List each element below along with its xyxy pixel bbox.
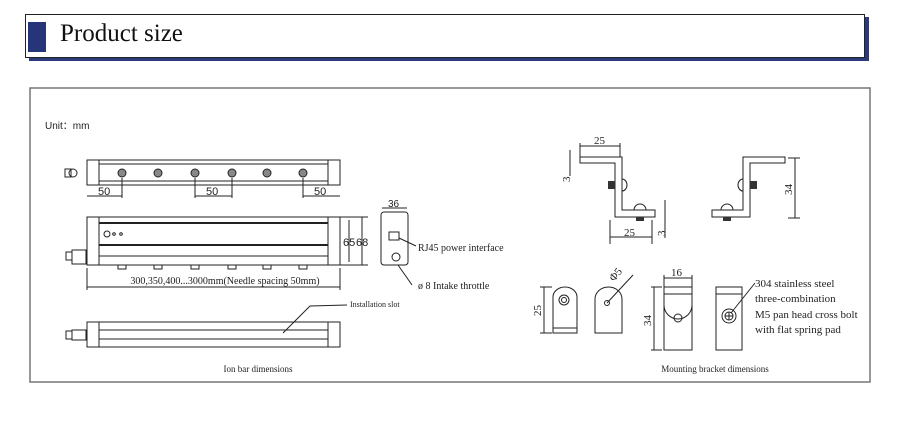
dim-bottom-3: 3 (656, 230, 668, 236)
ion-bar-end-view: 36 RJ45 power interface ø 8 Intake throt… (380, 199, 504, 292)
dim-length: 300,350,400...3000mm(Needle spacing 50mm… (130, 276, 319, 287)
header-accent-bar (28, 22, 46, 52)
ion-bar-top-view: 50 50 50 (64, 159, 341, 198)
dim-width-16: 16 (671, 267, 683, 279)
dim-width-36: 36 (388, 199, 400, 210)
page-title: Product size (60, 20, 183, 47)
drawing-frame (29, 87, 871, 383)
dim-side-25: 25 (532, 305, 544, 317)
dim-height-34: 34 (783, 184, 795, 196)
rj45-label: RJ45 power interface (418, 243, 504, 254)
dim-spacing-2: 50 (206, 186, 218, 198)
dim-front-34: 34 (642, 315, 654, 327)
intake-label: ø 8 Intake throttle (418, 281, 490, 292)
dim-height-65: 65 (343, 237, 355, 249)
ion-bar-bottom-view: Installation slot (65, 300, 400, 348)
svg-text:with flat spring pad: with flat spring pad (755, 324, 841, 336)
dim-spacing-3: 50 (314, 186, 326, 198)
bolt-note: 304 stainless steel three-combination M5… (755, 278, 858, 336)
svg-text:304 stainless steel: 304 stainless steel (755, 278, 834, 290)
bracket-front-views: 25 Φ5 16 34 (532, 265, 756, 351)
ion-bar-front-view: 65 68 300,350,400...3000mm(Needle spacin… (65, 216, 368, 290)
dim-hole-5: Φ5 (607, 265, 625, 283)
dim-top-25: 25 (594, 135, 606, 147)
dim-height-68: 68 (356, 237, 368, 249)
bracket-side-view-left: 25 3 25 3 (561, 135, 668, 244)
bracket-side-view-right: 34 (711, 156, 800, 221)
section-header: Product size (25, 14, 865, 58)
dim-top-3: 3 (561, 176, 573, 182)
ion-bar-caption: Ion bar dimensions (224, 364, 293, 374)
svg-text:three-combination: three-combination (755, 293, 836, 305)
dim-spacing-1: 50 (98, 186, 110, 198)
installation-slot-label: Installation slot (350, 300, 400, 309)
bracket-caption: Mounting bracket dimensions (661, 364, 769, 374)
dim-bottom-25: 25 (624, 227, 636, 239)
unit-label: Unit：mm (45, 121, 89, 132)
svg-text:M5 pan head cross bolt: M5 pan head cross bolt (755, 309, 858, 321)
